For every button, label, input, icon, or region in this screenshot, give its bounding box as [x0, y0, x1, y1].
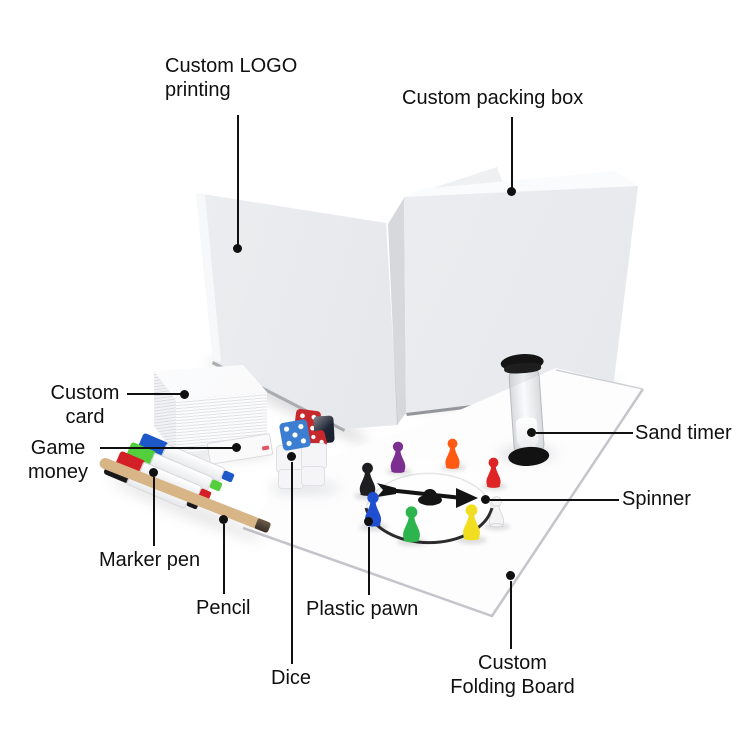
annotation-label: Custom card: [50, 382, 120, 428]
callout-line: [100, 447, 234, 449]
callout-dot: [180, 390, 189, 399]
callout-line: [237, 115, 239, 248]
annotation-label: Spinner: [622, 488, 691, 510]
callout-dot: [287, 452, 296, 461]
annotation-label: Custom Folding Board: [450, 652, 575, 698]
spinner-arrow: [377, 483, 478, 508]
product-photo: [0, 0, 750, 618]
pawn-shadow: [359, 523, 388, 531]
callout-line: [153, 477, 155, 546]
annotation-label: Custom LOGO printing: [165, 55, 298, 101]
annotation-label: Pencil: [196, 597, 251, 619]
callout-dot: [506, 571, 515, 580]
callout-line: [510, 581, 512, 649]
callout-line: [490, 499, 619, 501]
callout-dot: [507, 187, 516, 196]
callout-line: [536, 432, 633, 434]
callout-line: [291, 462, 293, 664]
annotation-label: Sand timer: [635, 422, 732, 444]
annotation-label: Plastic pawn: [306, 598, 419, 620]
callout-dot: [233, 244, 242, 253]
callout-line: [223, 524, 225, 594]
folding-board-right-top-edge: [555, 369, 644, 390]
callout-dot: [232, 443, 241, 452]
annotation-label: Game money: [27, 437, 89, 483]
callout-dot: [219, 515, 228, 524]
annotation-label: Custom packing box: [402, 87, 584, 109]
callout-line: [127, 393, 181, 395]
folding-board-front-edges: [242, 388, 645, 618]
callout-dot: [481, 495, 490, 504]
callout-line: [511, 117, 513, 190]
callout-dot: [149, 468, 158, 477]
callout-dot: [527, 428, 536, 437]
callout-line: [368, 527, 370, 595]
callout-dot: [364, 517, 373, 526]
blank-white-die: [301, 466, 325, 486]
annotation-label: Dice: [271, 667, 312, 689]
annotation-label: Marker pen: [99, 549, 201, 571]
